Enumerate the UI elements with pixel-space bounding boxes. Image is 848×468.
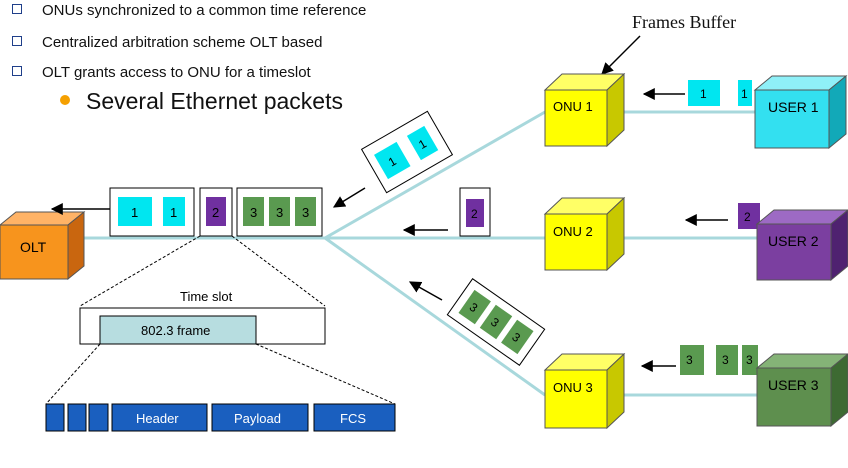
fcs-field-label: FCS (340, 411, 366, 426)
olt-packet-3c: 3 (302, 205, 309, 220)
time-slot-expansion-lines (45, 235, 396, 405)
upstream-frame-2: 2 (459, 187, 491, 237)
olt-packet-1b: 1 (170, 205, 177, 220)
onu-3-box: ONU 3 (543, 352, 626, 430)
header-field (111, 403, 208, 432)
frames-buffer-arrow (601, 35, 641, 75)
olt-packet-2: 2 (212, 205, 219, 220)
olt-box: OLT (0, 210, 86, 281)
user-2-box: USER 2 (755, 209, 848, 282)
fiber-branch-1 (324, 110, 546, 240)
bullet-text-3: OLT grants access to ONU for a timeslot (42, 64, 311, 81)
upstream-frame-1: 1 1 (360, 110, 454, 194)
square-bullet-icon (12, 66, 22, 76)
time-slot-label: Time slot (180, 289, 233, 304)
sub-bullet-text: Several Ethernet packets (86, 88, 343, 114)
onu-2-label: ONU 2 (553, 224, 593, 239)
olt-frame-group-3: 3 3 3 (236, 187, 323, 237)
onu-1-label: ONU 1 (553, 99, 593, 114)
sub-bullet-item: Several Ethernet packets (60, 88, 343, 115)
olt-frame-group-2: 2 (199, 187, 233, 237)
fiber-branch-3 (324, 236, 546, 397)
preamble-field-2 (67, 403, 87, 432)
fiber-lines (72, 110, 760, 397)
preamble-field-3 (88, 403, 109, 432)
buffer-packet-1a: 1 (700, 87, 707, 101)
onu-2-box: ONU 2 (543, 196, 626, 272)
olt-frame-group-1: 1 1 (109, 187, 195, 237)
frames-buffer-label: Frames Buffer (632, 12, 737, 32)
user-2-label: USER 2 (768, 233, 819, 249)
bullet-text-2: Centralized arbitration scheme OLT based (42, 34, 323, 51)
user-2-buffer: 2 (738, 203, 760, 229)
payload-field-label: Payload (234, 411, 281, 426)
olt-packet-1a: 1 (131, 205, 138, 220)
buffer-packet-3b: 3 (722, 353, 729, 367)
olt-label: OLT (20, 239, 47, 255)
bullet-item-3: OLT grants access to ONU for a timeslot (12, 64, 311, 81)
olt-packet-3b: 3 (276, 205, 283, 220)
payload-field (211, 403, 309, 432)
user-3-box: USER 3 (755, 353, 848, 428)
bullet-item-1: ONUs synchronized to a common time refer… (12, 2, 366, 19)
buffer-packet-3c: 3 (746, 353, 753, 367)
user-1-label: USER 1 (768, 99, 819, 115)
frame-fields: Header Payload FCS (45, 403, 396, 432)
onu-3-label: ONU 3 (553, 380, 593, 395)
upstream-frame-3: 3 3 3 (446, 278, 546, 366)
arrow-upstream-1 (332, 187, 366, 208)
olt-packet-3a: 3 (250, 205, 257, 220)
ethernet-frame-box (99, 315, 257, 345)
preamble-field-1 (45, 403, 65, 432)
arrow-upstream-3 (408, 281, 443, 301)
header-field-label: Header (136, 411, 179, 426)
onu-1-box: ONU 1 (543, 72, 626, 148)
round-bullet-icon (60, 95, 70, 105)
fcs-field (313, 403, 396, 432)
buffer-packet-3a: 3 (686, 353, 693, 367)
buffer-packet-2: 2 (744, 210, 751, 224)
user-1-buffer: 1 1 (688, 80, 752, 106)
bullet-text-1: ONUs synchronized to a common time refer… (42, 2, 367, 19)
user-3-label: USER 3 (768, 377, 819, 393)
square-bullet-icon (12, 36, 22, 46)
square-bullet-icon (12, 4, 22, 14)
user-1-box: USER 1 (753, 74, 848, 150)
frame-label: 802.3 frame (141, 323, 210, 338)
buffer-packet-1b: 1 (741, 87, 748, 101)
up-packet-2: 2 (471, 207, 478, 221)
user-3-buffer: 3 3 3 (680, 345, 758, 375)
bullet-item-2: Centralized arbitration scheme OLT based (12, 34, 322, 51)
